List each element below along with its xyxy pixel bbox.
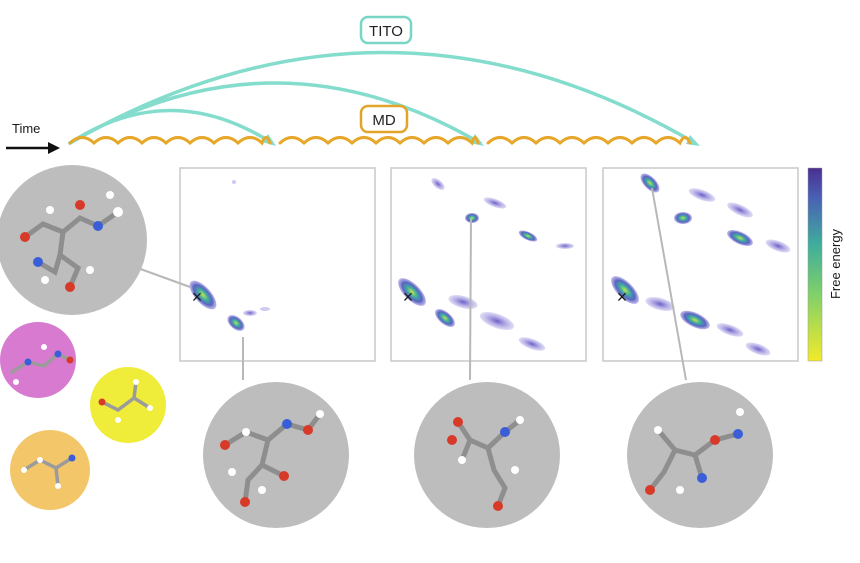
molecule-circle-yellow <box>90 367 166 443</box>
time-arrow-icon <box>48 142 60 154</box>
free-energy-panel-1: × <box>180 168 375 361</box>
connector-line <box>470 218 471 380</box>
free-energy-panel-3: × <box>603 168 798 361</box>
start-state-marker: × <box>403 287 414 307</box>
start-state-marker: × <box>617 287 628 307</box>
start-state-marker: × <box>192 287 203 307</box>
md-badge: MD <box>361 106 407 132</box>
molecule-circle-orange <box>10 430 90 510</box>
molecule-circle-pink <box>0 322 76 398</box>
tito-label: TITO <box>369 23 403 40</box>
time-axis: Time <box>6 121 60 154</box>
md-wave-trajectory <box>70 137 690 143</box>
md-label: MD <box>372 112 395 129</box>
molecule-circle-2 <box>414 382 560 528</box>
free-energy-colorbar: Free energy <box>808 168 843 361</box>
molecule-circle-start <box>0 165 147 315</box>
free-energy-label: Free energy <box>828 228 843 299</box>
free-energy-panel-2: × <box>391 168 586 361</box>
molecule-circle-3 <box>627 382 773 528</box>
molecule-circle-1 <box>203 382 349 528</box>
time-label: Time <box>12 121 40 136</box>
tito-badge: TITO <box>361 17 411 43</box>
